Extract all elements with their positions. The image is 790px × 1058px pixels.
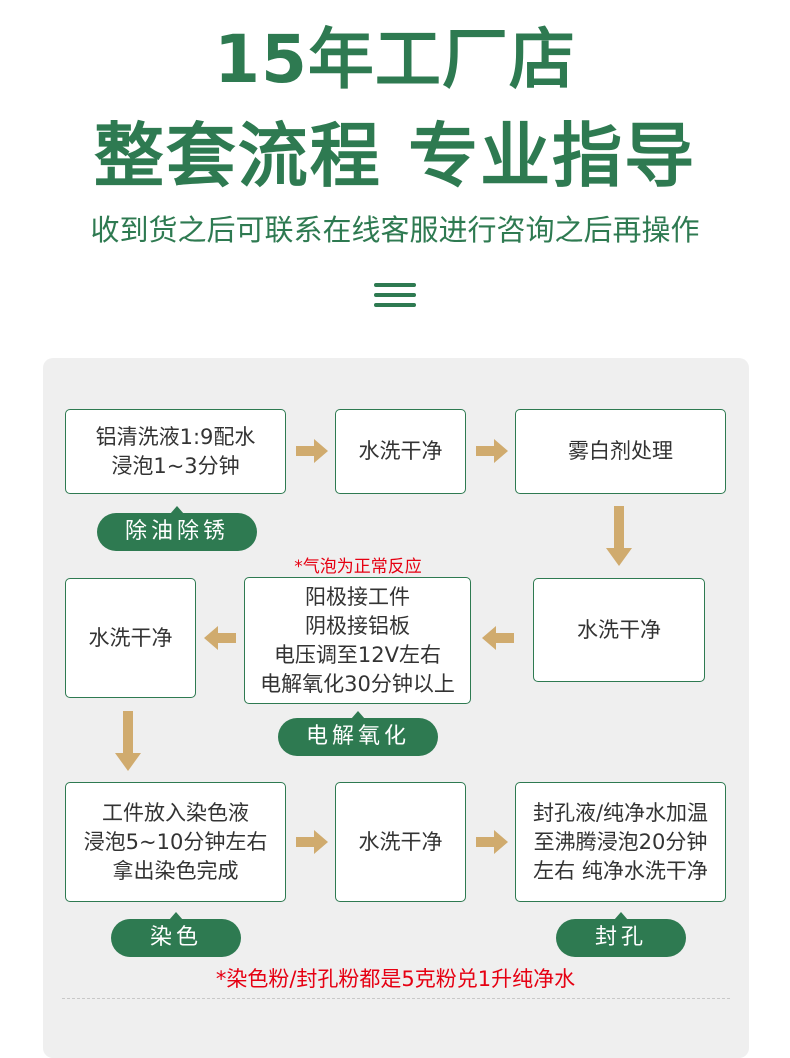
page-subtitle: 收到货之后可联系在线客服进行咨询之后再操作 bbox=[90, 213, 700, 247]
page-title-line1: 15年工厂店 bbox=[214, 21, 576, 98]
arrow-left-icon bbox=[482, 626, 514, 650]
label-dye: 染色 bbox=[111, 912, 241, 957]
divider bbox=[62, 998, 730, 999]
label-electrolysis: 电解氧化 bbox=[278, 711, 438, 756]
step-rinse-3-box: 水洗干净 bbox=[65, 578, 196, 698]
arrow-right-icon bbox=[296, 830, 328, 854]
step-matte-box: 雾白剂处理 bbox=[515, 409, 726, 494]
arrow-down-icon bbox=[115, 711, 141, 771]
label-degrease: 除油除锈 bbox=[97, 506, 257, 551]
step-dye-box: 工件放入染色液 浸泡5~10分钟左右 拿出染色完成 bbox=[65, 782, 286, 902]
step-rinse-2-box: 水洗干净 bbox=[533, 578, 705, 682]
step-degrease-box: 铝清洗液1:9配水 浸泡1~3分钟 bbox=[65, 409, 286, 494]
page-title-line2: 整套流程 专业指导 bbox=[93, 115, 697, 197]
label-seal: 封孔 bbox=[556, 912, 686, 957]
arrow-left-icon bbox=[204, 626, 236, 650]
bubble-note: *气泡为正常反应 bbox=[294, 557, 422, 577]
step-rinse-4-box: 水洗干净 bbox=[335, 782, 466, 902]
arrow-down-icon bbox=[606, 506, 632, 566]
menu-lines-icon bbox=[374, 281, 416, 309]
step-electrolysis-box: 阳极接工件 阴极接铝板 电压调至12V左右 电解氧化30分钟以上 bbox=[244, 577, 471, 704]
arrow-right-icon bbox=[476, 439, 508, 463]
arrow-right-icon bbox=[476, 830, 508, 854]
arrow-right-icon bbox=[296, 439, 328, 463]
step-seal-box: 封孔液/纯净水加温 至沸腾浸泡20分钟 左右 纯净水洗干净 bbox=[515, 782, 726, 902]
step-rinse-1-box: 水洗干净 bbox=[335, 409, 466, 494]
powder-ratio-note: *染色粉/封孔粉都是5克粉兑1升纯净水 bbox=[215, 967, 576, 991]
